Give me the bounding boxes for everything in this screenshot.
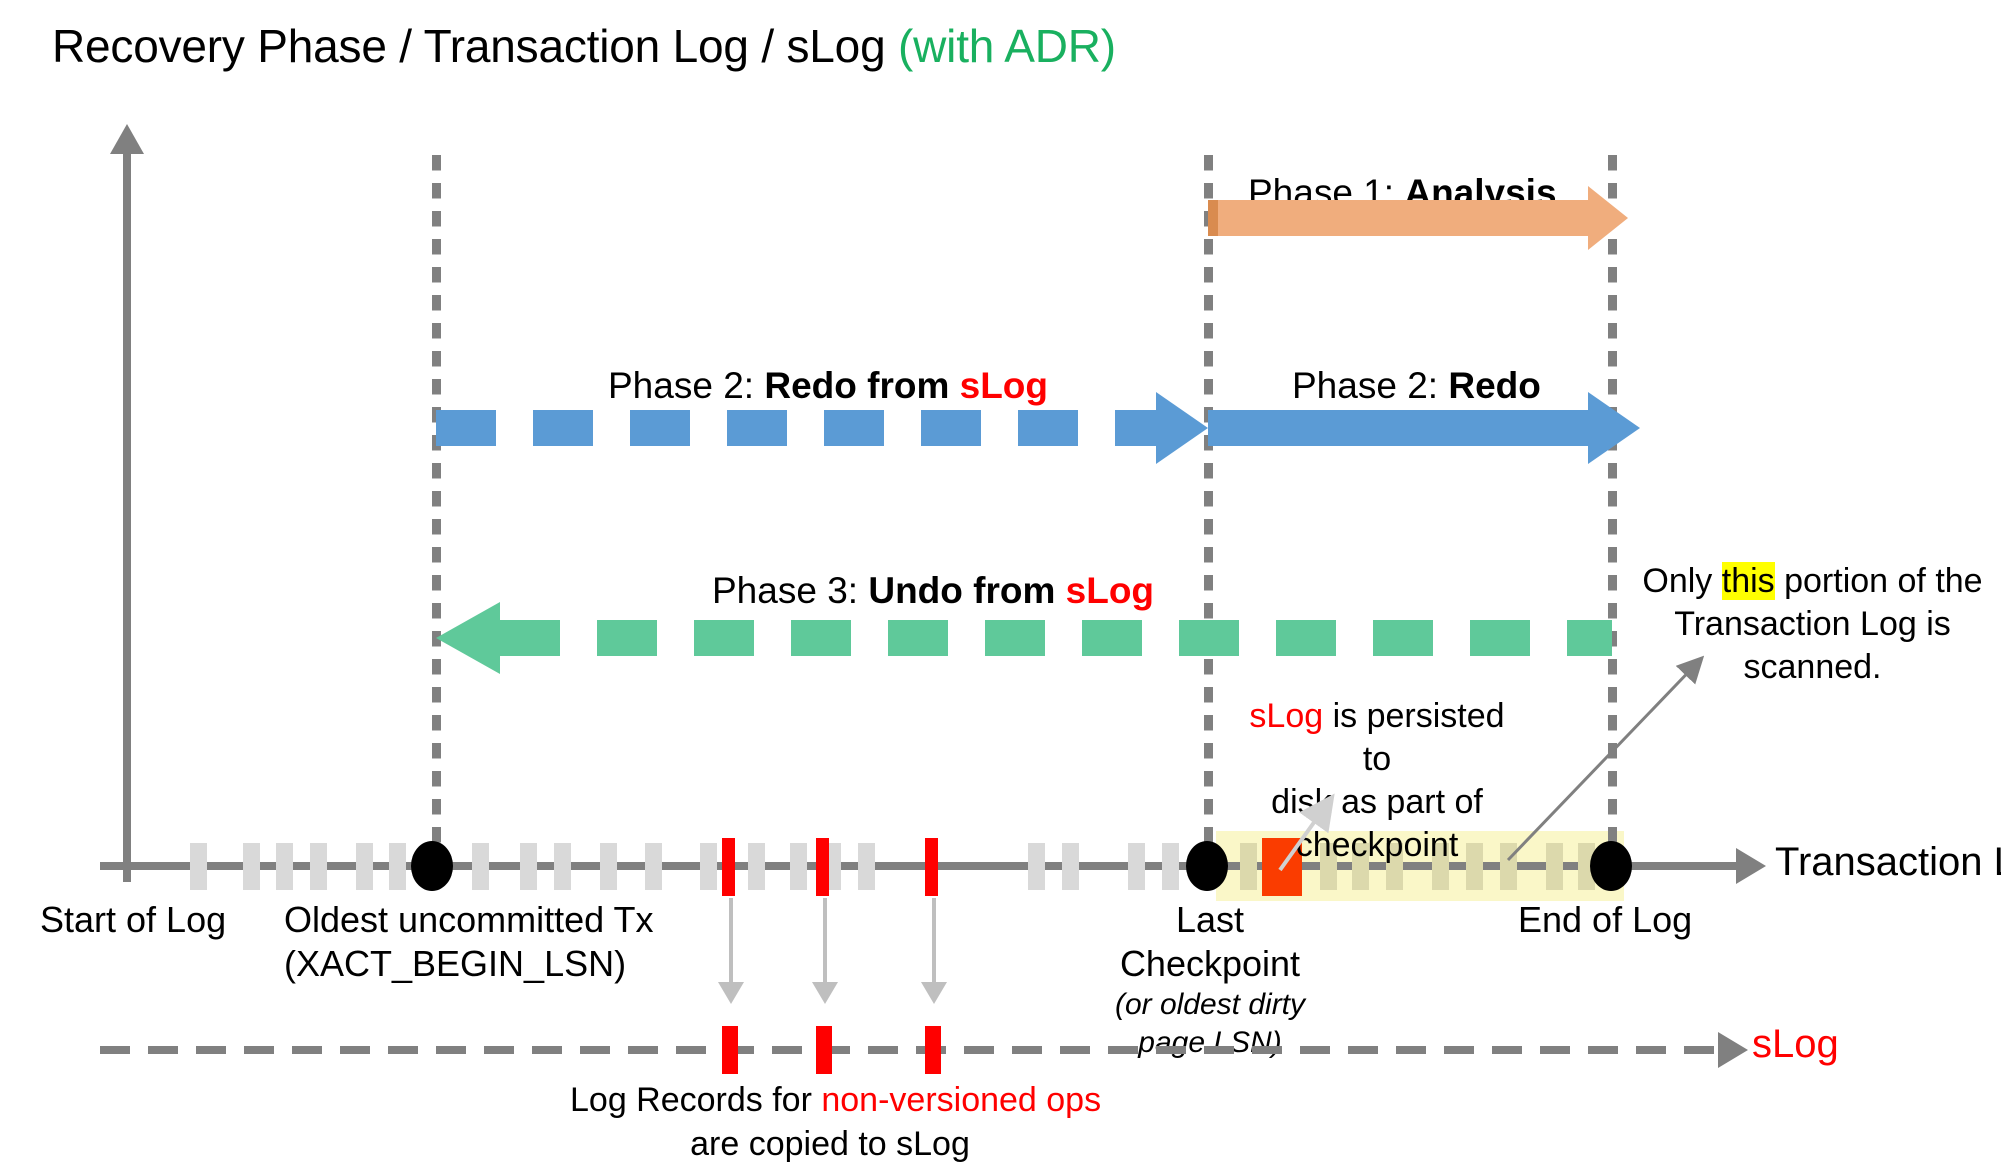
- guide-line-last-checkpoint: [1204, 155, 1213, 867]
- scan-note-leader-line: [1506, 655, 1705, 862]
- log-record-tick: [1028, 843, 1045, 890]
- phase-2-label: Phase 2: Redo: [1292, 365, 1541, 407]
- copy-arrow-shaft: [932, 898, 936, 984]
- transaction-log-axis-line: [100, 862, 1742, 870]
- log-record-tick: [858, 843, 875, 890]
- log-record-tick: [1386, 843, 1403, 890]
- phase-3-arrow-shaft: [500, 620, 1612, 656]
- bottom-note-red: non-versioned ops: [821, 1081, 1102, 1119]
- slog-record-tick: [925, 1026, 941, 1074]
- copy-arrow-shaft: [823, 898, 827, 984]
- log-record-tick: [600, 843, 617, 890]
- y-axis-line: [123, 150, 131, 882]
- marker-end-of-log: [1590, 841, 1632, 891]
- label-end-of-log: End of Log: [1518, 899, 1693, 940]
- log-record-tick: [700, 843, 717, 890]
- scan-note-line2: Transaction Log is scanned.: [1674, 605, 1951, 686]
- scan-note-post: portion of the: [1774, 562, 1983, 600]
- slog-record-tick: [722, 1026, 738, 1074]
- copy-arrow-head-icon: [718, 982, 744, 1004]
- phase-1-arrowhead-icon: [1588, 186, 1628, 250]
- log-record-tick: [645, 843, 662, 890]
- log-record-tick: [790, 843, 807, 890]
- page-title-accent: (with ADR): [898, 20, 1116, 72]
- nonversioned-log-record-tick: [722, 838, 735, 896]
- label-start-of-log: Start of Log: [40, 899, 227, 940]
- log-record-tick: [356, 843, 373, 890]
- slog-axis-label: sLog: [1752, 1022, 1839, 1066]
- phase-2-slog-arrow-shaft: [436, 410, 1156, 446]
- log-record-tick: [1352, 843, 1369, 890]
- phase-3-prefix: Phase 3:: [712, 570, 869, 611]
- phase-2-slog-label: Phase 2: Redo from sLog: [608, 365, 1048, 407]
- nonversioned-log-record-tick: [816, 838, 829, 896]
- bottom-note-pre: Log Records for: [570, 1081, 822, 1119]
- copy-arrow-head-icon: [921, 982, 947, 1004]
- label-last-checkpoint-main: Last Checkpoint: [1119, 899, 1301, 984]
- scan-note-pre: Only: [1642, 562, 1722, 600]
- label-last-checkpoint: Last Checkpoint (or oldest dirty page LS…: [1085, 898, 1335, 1062]
- log-record-tick: [276, 843, 293, 890]
- log-record-tick: [748, 843, 765, 890]
- log-record-tick: [389, 843, 406, 890]
- label-oldest-tx-line1: Oldest uncommitted Tx: [284, 899, 654, 940]
- slog-arrowhead-icon: [1718, 1032, 1748, 1068]
- y-axis-arrowhead-icon: [110, 124, 144, 154]
- slog-record-tick: [816, 1026, 832, 1074]
- phase-2-prefix: Phase 2:: [1292, 365, 1449, 406]
- guide-line-oldest-tx: [432, 155, 441, 867]
- phase-2-arrowhead-icon: [1588, 392, 1640, 464]
- checkpoint-note-slog: sLog: [1249, 697, 1324, 735]
- phase-1-arrow-shaft: [1208, 200, 1588, 236]
- marker-last-checkpoint: [1186, 841, 1228, 891]
- log-record-tick: [243, 843, 260, 890]
- scan-note-highlight: this: [1721, 562, 1775, 600]
- log-record-tick: [1128, 843, 1145, 890]
- phase-2-title: Redo: [1448, 365, 1541, 406]
- log-record-tick: [1546, 843, 1563, 890]
- log-record-tick: [1240, 843, 1257, 890]
- phase-3-label: Phase 3: Undo from sLog: [712, 570, 1154, 612]
- log-record-tick: [1466, 843, 1483, 890]
- checkpoint-note-line2: disk as part of: [1271, 783, 1483, 821]
- phase-2-slog-prefix: Phase 2:: [608, 365, 765, 406]
- page-title: Recovery Phase / Transaction Log / sLog …: [52, 18, 1116, 74]
- slog-axis-line: [100, 1046, 1720, 1054]
- phase-3-arrowhead-icon: [436, 602, 500, 674]
- phase-2-arrow-shaft: [1208, 410, 1588, 446]
- phase-2-slog-arrowhead-icon: [1156, 392, 1208, 464]
- scan-note-callout: Only this portion of the Transaction Log…: [1640, 560, 1985, 689]
- copy-arrow-head-icon: [812, 982, 838, 1004]
- transaction-log-axis-label: Transaction Log: [1775, 840, 2001, 884]
- log-record-tick: [1432, 843, 1449, 890]
- bottom-note-line2: are copied to sLog: [690, 1125, 970, 1163]
- log-record-tick: [190, 843, 207, 890]
- phase-1-arrow-tail-cap: [1208, 200, 1218, 236]
- label-last-checkpoint-sub: (or oldest dirty page LSN): [1114, 988, 1306, 1059]
- label-oldest-uncommitted-tx: Oldest uncommitted Tx (XACT_BEGIN_LSN): [284, 898, 653, 986]
- checkpoint-note-line3: checkpoint: [1295, 826, 1459, 864]
- marker-oldest-uncommitted-tx: [411, 841, 453, 891]
- phase-3-slog-keyword: sLog: [1065, 570, 1155, 611]
- phase-2-slog-title: Redo from: [764, 365, 960, 406]
- log-record-tick: [472, 843, 489, 890]
- nonversioned-log-record-tick: [925, 838, 938, 896]
- label-oldest-tx-line2: (XACT_BEGIN_LSN): [284, 943, 627, 984]
- phase-3-title: Undo from: [868, 570, 1066, 611]
- log-record-tick: [1162, 843, 1179, 890]
- transaction-log-arrowhead-icon: [1736, 848, 1766, 884]
- guide-line-end-of-log: [1608, 155, 1617, 867]
- checkpoint-note-rest: is persisted to: [1323, 697, 1505, 778]
- bottom-note: Log Records for non-versioned ops are co…: [570, 1078, 1101, 1166]
- page-title-main: Recovery Phase / Transaction Log / sLog: [52, 20, 899, 72]
- phase-2-slog-keyword: sLog: [959, 365, 1049, 406]
- log-record-tick: [310, 843, 327, 890]
- log-record-tick: [554, 843, 571, 890]
- log-record-tick: [520, 843, 537, 890]
- log-record-tick: [1062, 843, 1079, 890]
- copy-arrow-shaft: [729, 898, 733, 984]
- checkpoint-note-callout: sLog is persisted to disk as part of che…: [1232, 695, 1522, 867]
